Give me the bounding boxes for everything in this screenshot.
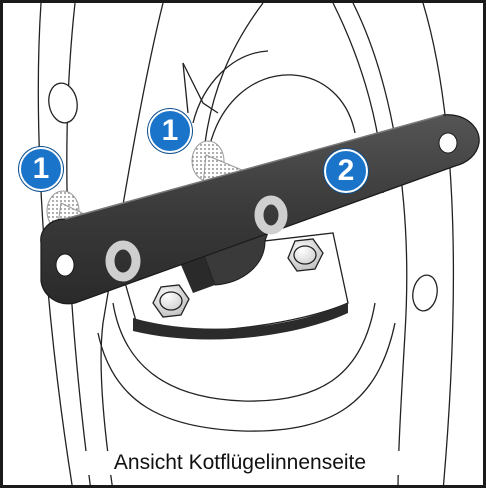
washer-left <box>105 240 141 282</box>
callout-1-right: 1 <box>148 109 192 153</box>
callout-2: 2 <box>324 149 368 193</box>
fender-bracket-illustration <box>37 3 480 485</box>
fender-inner-arch <box>97 50 396 432</box>
hex-nut-left <box>152 284 190 318</box>
caption: Ansicht Kotflügelinnenseite <box>75 451 405 475</box>
washer-right <box>254 195 288 235</box>
callout-1-left: 1 <box>19 147 63 191</box>
hex-nut-right <box>287 238 324 272</box>
fender-holes <box>48 82 438 312</box>
fender-outline <box>37 3 455 485</box>
